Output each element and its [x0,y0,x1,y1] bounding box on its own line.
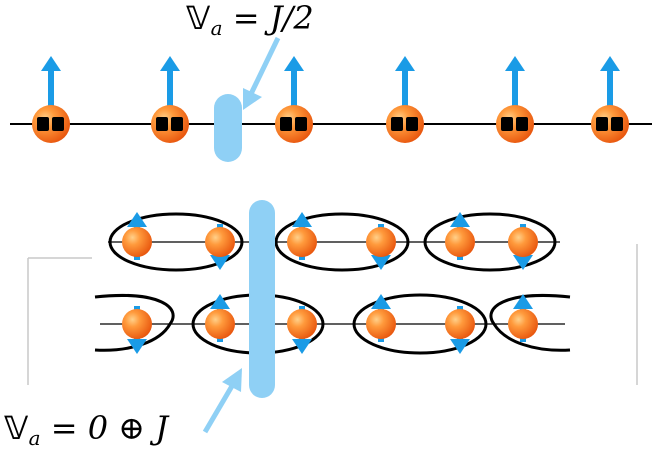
spin-arrow-icon [284,56,304,112]
atom-sphere-icon [287,227,317,257]
atom-sphere-icon [386,105,424,143]
singlet-ellipse [274,212,410,272]
spin-arrow-icon [600,56,620,112]
frame [27,244,638,385]
spin-arrow-icon [505,56,525,112]
atom-sphere-icon [205,309,235,339]
top-chain [10,56,652,143]
doublon-icon [391,117,418,131]
singlet-ellipse [108,212,244,272]
top-label-rest: = J/2 [222,0,314,37]
singlet-ellipse [352,293,488,355]
top-cut-pointer [243,36,281,110]
bottom-label-subscript: a [28,426,41,450]
atom-sphere-icon [287,309,317,339]
ladder [94,212,571,355]
top-label: 𝕍a = J/2 [186,2,314,38]
bottom-label: 𝕍a = 0 ⊕ J [4,412,168,448]
atom-sphere-icon [445,309,475,339]
atom-sphere-icon [508,227,538,257]
atom-sphere-icon [366,227,396,257]
ladder-cut-bar [249,200,275,398]
spin-arrow-icon [41,56,61,112]
top-cut-bar [214,94,242,162]
doublon-icon [156,117,183,131]
spin-arrow-icon [160,56,180,112]
bottom-label-rest: = 0 ⊕ J [40,409,169,447]
partial-singlet-ellipse-left [94,293,175,352]
atom-sphere-icon [205,227,235,257]
doublon-icon [596,117,623,131]
ladder-cut-pointer [202,368,242,434]
atom-sphere-icon [122,309,152,339]
doublon-icon [280,117,307,131]
atom-sphere-icon [275,105,313,143]
singlet-ellipse [423,212,557,272]
atom-sphere-icon [508,309,538,339]
atom-sphere-icon [151,105,189,143]
atom-sphere-icon [591,105,629,143]
atom-sphere-icon [366,309,396,339]
atom-sphere-icon [122,227,152,257]
bottom-label-symbol: 𝕍 [4,409,29,447]
doublon-icon [37,117,64,131]
atom-sphere-icon [445,227,475,257]
top-label-symbol: 𝕍 [186,0,211,37]
atom-sphere-icon [496,105,534,143]
atom-sphere-icon [32,105,70,143]
top-label-subscript: a [210,16,223,40]
spin-arrow-icon [395,56,415,112]
doublon-icon [501,117,528,131]
